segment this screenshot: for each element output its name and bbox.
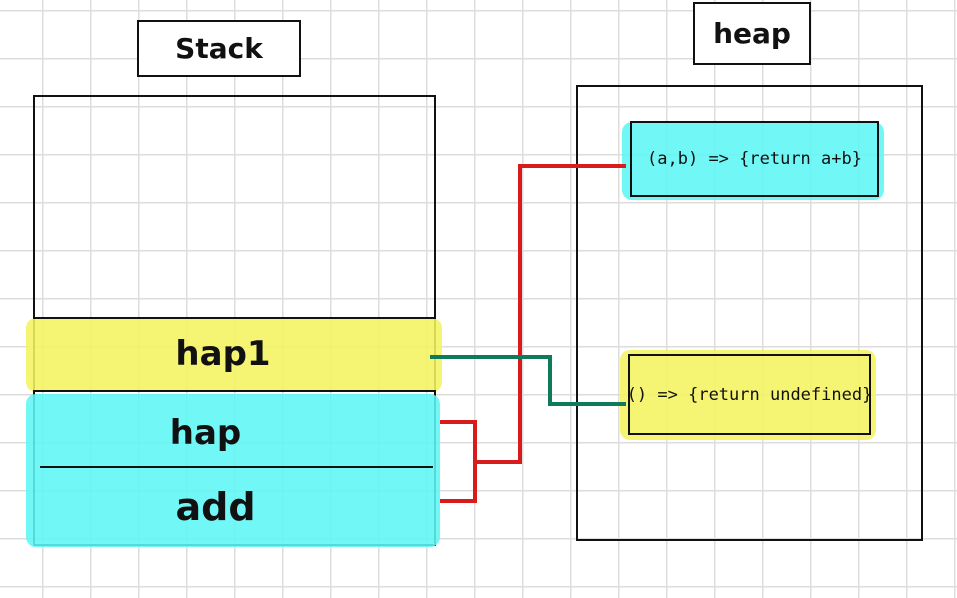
stack-slot-hap1: hap1 xyxy=(175,334,271,374)
heap-title: heap xyxy=(693,2,811,65)
stack-slot-add: add xyxy=(175,485,256,529)
heap-object-add-fn-highlight xyxy=(622,122,884,200)
connector-hap1-to-undefined-fn xyxy=(430,355,626,406)
stack-divider xyxy=(33,390,436,392)
stack-title: Stack xyxy=(137,20,301,77)
stack-slot-hap: hap xyxy=(169,413,242,453)
heap-object-undefined-fn-highlight xyxy=(620,350,876,440)
connector-stack-to-add-fn xyxy=(475,164,626,464)
heap-object-undefined-fn: () => {return undefined} xyxy=(627,354,872,435)
stack-slot-hap-add-highlight xyxy=(26,394,440,547)
stack-divider xyxy=(33,317,436,319)
heap-frame xyxy=(576,85,923,541)
connector-hap-to-add-fn xyxy=(440,420,477,462)
stack-divider xyxy=(40,466,433,468)
stack-slot-hap1-highlight xyxy=(26,318,442,392)
heap-object-add-fn: (a,b) => {return a+b} xyxy=(630,121,879,197)
connector-add-to-add-fn xyxy=(440,462,477,503)
